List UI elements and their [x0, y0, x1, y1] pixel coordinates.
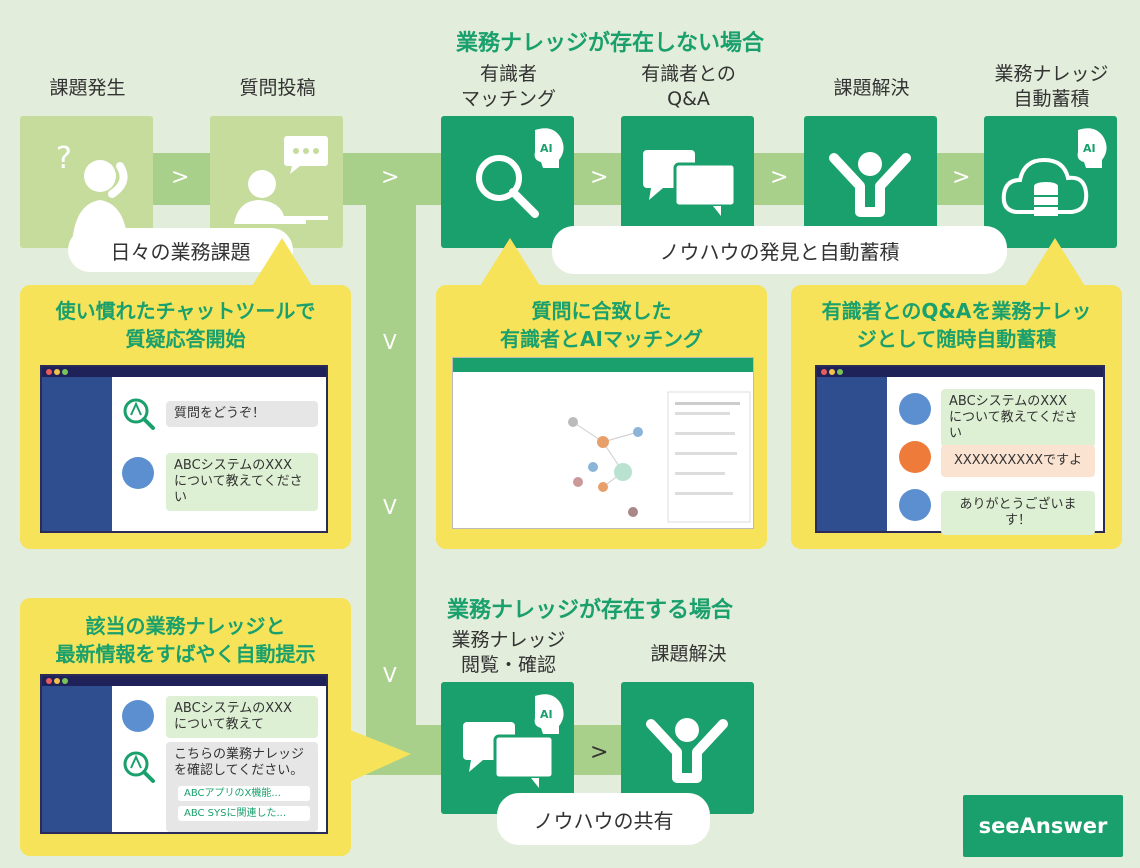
step-label-matching: 有識者マッチング: [460, 63, 556, 110]
chevron-4: >: [770, 165, 789, 190]
chevron-5: >: [952, 165, 971, 190]
user-avatar-4: [122, 700, 154, 732]
step-label-solve: 課題解決: [833, 77, 910, 99]
flow-band-vertical: [366, 180, 416, 775]
chat-bubbles-icon-2: [463, 722, 555, 788]
header-no-knowledge: 業務ナレッジが存在しない場合: [455, 31, 764, 56]
step-box-store: AI: [984, 116, 1117, 248]
step-label-post: 質問投稿: [239, 77, 316, 99]
step-label-solve-2: 課題解決: [650, 643, 727, 665]
step-label-browse: 業務ナレッジ閲覧・確認: [451, 629, 566, 676]
user-avatar-thanks: [899, 489, 931, 521]
cloud-database-icon: [1001, 157, 1089, 216]
panel-auto-suggest-title: 該当の業務ナレッジと最新情報をすばやく自動提示: [55, 614, 316, 666]
chevron-1: >: [171, 165, 190, 190]
callout-pointer-4: [345, 728, 411, 784]
svg-text:AI: AI: [540, 708, 553, 721]
chevron-3: >: [590, 165, 609, 190]
header-with-knowledge: 業務ナレッジが存在する場合: [446, 598, 733, 623]
posting-person-icon: [234, 136, 328, 224]
chevron-2: >: [381, 165, 400, 190]
chevron-6: >: [590, 740, 609, 765]
ai-head-icon-browse: AI: [534, 694, 564, 734]
svg-text:AI: AI: [540, 142, 553, 155]
cheering-person-icon: [829, 152, 911, 217]
panel-auto-store-title: 有識者とのQ&Aを業務ナレッジとして随時自動蓄積: [821, 299, 1092, 351]
step-label-issue: 課題発生: [49, 77, 126, 99]
step-box-solve-2: [621, 682, 754, 814]
chevron-down-2: V: [383, 495, 397, 519]
svg-text:AI: AI: [1083, 142, 1096, 155]
chat-bubble-thanks: ありがとうございます！: [941, 491, 1095, 535]
chat-bubbles-icon: [643, 150, 737, 216]
pill-share: ノウハウの共有: [497, 793, 710, 845]
seeanswer-bot-icon-4: [123, 751, 155, 783]
chat-bubble-answer: XXXXXXXXXXですよ: [941, 445, 1095, 477]
step-box-post: [210, 116, 343, 248]
expert-avatar: [899, 441, 931, 473]
callout-pointer-2: [480, 238, 540, 286]
step-box-matching: AI: [441, 116, 574, 248]
panel-ai-matching: 質問に合致した有識者とAIマッチング: [436, 285, 767, 549]
svg-text:?: ?: [56, 141, 72, 176]
user-avatar-q: [899, 393, 931, 425]
callout-pointer-3: [1025, 238, 1085, 286]
user-avatar: [122, 457, 154, 489]
ai-head-icon: AI: [534, 128, 564, 168]
panel-chat-start-title: 使い慣れたチャットツールで質疑応答開始: [55, 299, 316, 351]
knowledge-link-1[interactable]: ABCアプリのX機能...: [178, 786, 310, 801]
chat-bubble-prompt: 質問をどうぞ！: [166, 401, 318, 427]
matching-screenshot: [452, 357, 754, 529]
step-label-store: 業務ナレッジ自動蓄積: [994, 63, 1109, 110]
seeanswer-logo: seeAnswer: [963, 795, 1123, 857]
callout-pointer-1: [252, 238, 312, 286]
chevron-down-1: V: [383, 330, 397, 354]
search-icon: [476, 155, 539, 218]
knowledge-link-2[interactable]: ABC SYSに関連した...: [178, 806, 310, 821]
ai-head-icon-store: AI: [1077, 128, 1107, 168]
seeanswer-bot-icon: [123, 398, 155, 430]
expert-network-graph: [568, 391, 751, 523]
panel-ai-matching-title: 質問に合致した有識者とAIマッチング: [500, 299, 703, 351]
cheering-person-icon-2: [646, 718, 728, 783]
pill-discover-store: ノウハウの発見と自動蓄積: [552, 226, 1007, 274]
chevron-down-3: V: [383, 663, 397, 687]
step-box-browse: AI: [441, 682, 574, 814]
pill-daily-issues: 日々の業務課題: [68, 228, 293, 272]
